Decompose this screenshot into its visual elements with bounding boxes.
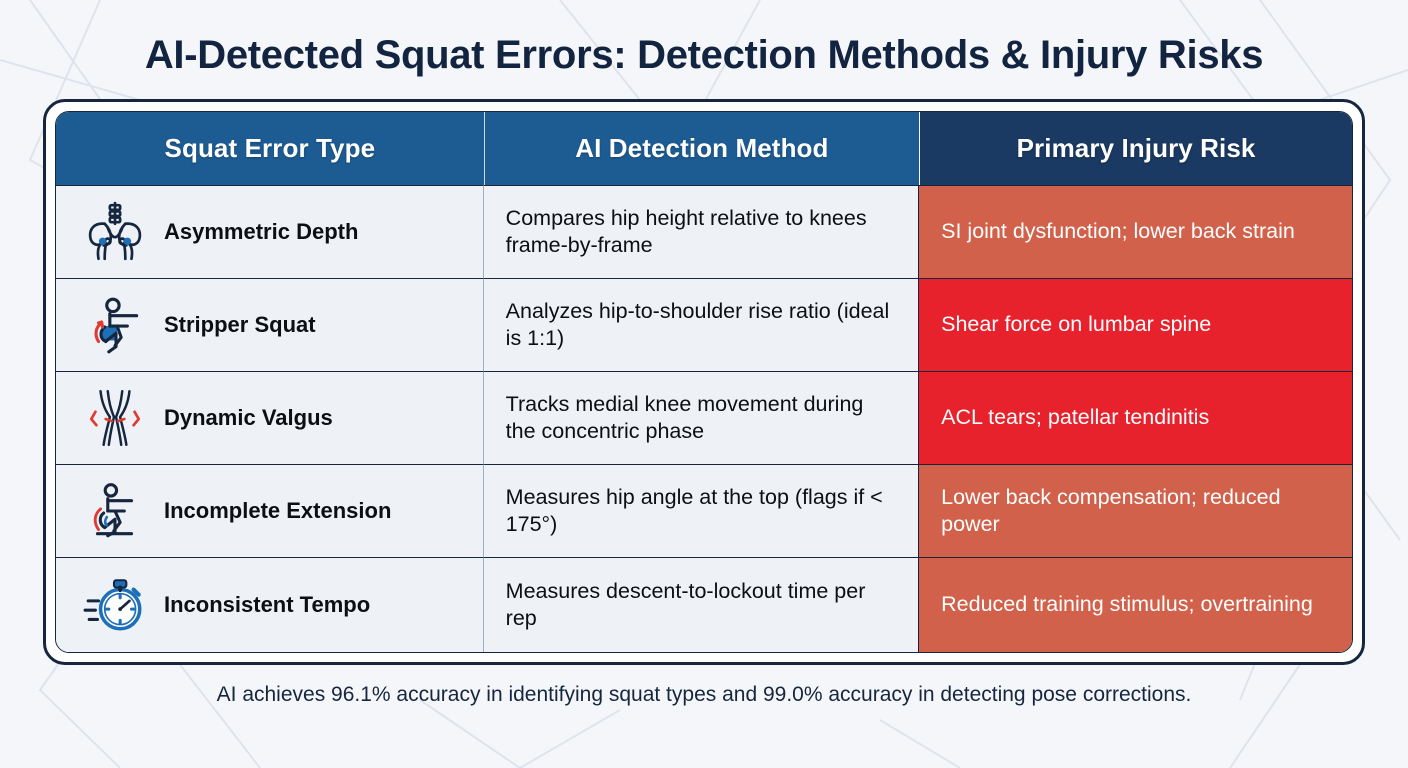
- table-frame: Squat Error Type AI Detection Method Pri…: [43, 99, 1365, 665]
- column-header-primary-injury-risk: Primary Injury Risk: [919, 112, 1352, 186]
- pelvis-icon: [82, 199, 148, 265]
- cell-injury-risk: Lower back compensation; reduced power: [919, 464, 1352, 558]
- cell-detection-method: Compares hip height relative to knees fr…: [483, 185, 920, 279]
- error-type-label: Stripper Squat: [164, 311, 316, 337]
- knee-valgus-icon: [82, 385, 148, 451]
- cell-squat-error-type: Asymmetric Depth: [56, 185, 484, 279]
- error-type-label: Incomplete Extension: [164, 497, 392, 523]
- table-row: Inconsistent Tempo Measures descent-to-l…: [56, 557, 1352, 652]
- squat-figure-icon: [82, 292, 148, 358]
- cell-injury-risk: ACL tears; patellar tendinitis: [919, 371, 1352, 465]
- cell-injury-risk: Shear force on lumbar spine: [919, 278, 1352, 372]
- stopwatch-icon: [82, 572, 148, 638]
- table-header-row: Squat Error Type AI Detection Method Pri…: [56, 112, 1352, 186]
- cell-detection-method: Measures descent-to-lockout time per rep: [483, 557, 920, 652]
- error-type-label: Asymmetric Depth: [164, 218, 359, 244]
- cell-detection-method: Tracks medial knee movement during the c…: [483, 371, 920, 465]
- cell-detection-method: Measures hip angle at the top (flags if …: [483, 464, 920, 558]
- error-type-label: Dynamic Valgus: [164, 404, 333, 430]
- column-header-ai-detection-method: AI Detection Method: [483, 112, 920, 186]
- table-row: Incomplete Extension Measures hip angle …: [56, 464, 1352, 558]
- cell-injury-risk: SI joint dysfunction; lower back strain: [919, 185, 1352, 279]
- page-title: AI-Detected Squat Errors: Detection Meth…: [144, 33, 1264, 77]
- cell-squat-error-type: Stripper Squat: [56, 278, 484, 372]
- comparison-table: Squat Error Type AI Detection Method Pri…: [55, 111, 1353, 653]
- footer-note: AI achieves 96.1% accuracy in identifyin…: [216, 683, 1192, 706]
- cell-detection-method: Analyzes hip-to-shoulder rise ratio (ide…: [483, 278, 920, 372]
- cell-squat-error-type: Dynamic Valgus: [56, 371, 484, 465]
- cell-squat-error-type: Incomplete Extension: [56, 464, 484, 558]
- squat-extension-icon: [82, 478, 148, 544]
- table-row: Asymmetric Depth Compares hip height rel…: [56, 185, 1352, 279]
- table-row: Dynamic Valgus Tracks medial knee moveme…: [56, 371, 1352, 465]
- cell-squat-error-type: Inconsistent Tempo: [56, 557, 484, 652]
- table-row: Stripper Squat Analyzes hip-to-shoulder …: [56, 278, 1352, 372]
- error-type-label: Inconsistent Tempo: [164, 591, 371, 617]
- cell-injury-risk: Reduced training stimulus; overtraining: [919, 557, 1352, 652]
- column-header-squat-error-type: Squat Error Type: [56, 112, 484, 186]
